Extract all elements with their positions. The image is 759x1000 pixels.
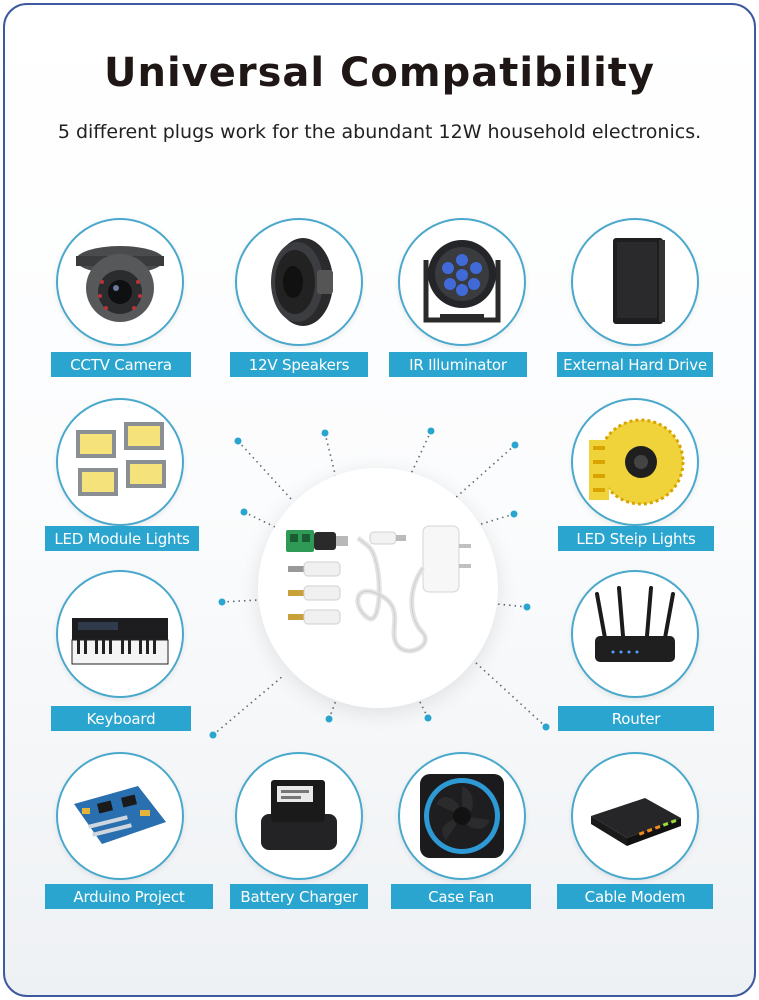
center-product-disc: [258, 468, 498, 708]
dome-camera-icon: [76, 246, 164, 322]
cable-modem-icon: [591, 798, 681, 846]
device-circle-arduino: [56, 752, 184, 880]
device-circle-led-strip: [571, 398, 699, 526]
device-circle-keyboard: [56, 570, 184, 698]
device-circle-router: [571, 570, 699, 698]
device-label-charger: Battery Charger: [230, 884, 368, 909]
device-circle-modem: [571, 752, 699, 880]
led-strip-reel-icon: [589, 418, 685, 506]
device-circle-charger: [235, 752, 363, 880]
device-circle-speakers: [235, 218, 363, 346]
motherboard-icon: [74, 786, 166, 844]
device-label-led-strip: LED Steip Lights: [558, 526, 714, 551]
led-floodlight-icon: [76, 422, 166, 496]
device-label-router: Router: [558, 706, 714, 731]
par-light-icon: [423, 240, 501, 323]
power-adapter-icon: [286, 525, 471, 654]
battery-charger-icon: [261, 780, 337, 850]
device-circle-ir: [398, 218, 526, 346]
keyboard-icon: [71, 618, 169, 665]
device-circle-fan: [398, 752, 526, 880]
speaker-icon: [271, 238, 333, 326]
device-label-modem: Cable Modem: [557, 884, 713, 909]
device-circle-cctv: [56, 218, 184, 346]
device-label-ir: IR Illuminator: [389, 352, 527, 377]
device-label-hdd: External Hard Drive: [557, 352, 713, 377]
device-label-cctv: CCTV Camera: [51, 352, 191, 377]
device-label-arduino: Arduino Project: [45, 884, 213, 909]
device-label-keyboard: Keyboard: [51, 706, 191, 731]
device-label-speakers: 12V Speakers: [230, 352, 368, 377]
device-label-fan: Case Fan: [391, 884, 531, 909]
hard-drive-icon: [613, 238, 665, 324]
device-circle-led-module: [56, 398, 184, 526]
router-icon: [595, 586, 675, 662]
page-title: Universal Compatibility: [104, 50, 655, 96]
device-label-led-module: LED Module Lights: [45, 526, 199, 551]
case-fan-icon: [420, 774, 504, 858]
page-subtitle: 5 different plugs work for the abundant …: [57, 121, 702, 143]
device-circle-hdd: [571, 218, 699, 346]
